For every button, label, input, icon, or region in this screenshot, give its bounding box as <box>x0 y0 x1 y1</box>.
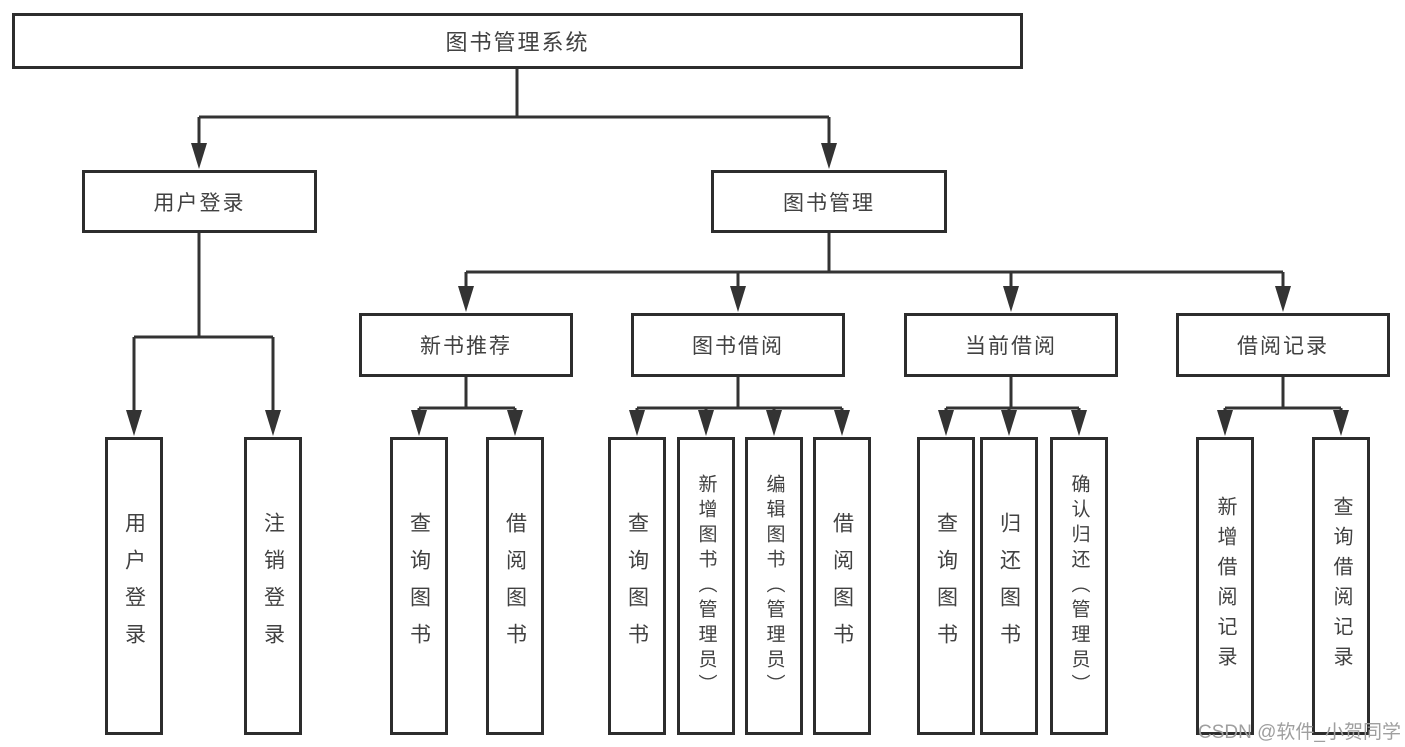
leaf-add-borrow-record-label: 新增借阅记录 <box>1214 496 1236 676</box>
leaf-borrow-books: 借阅图书 <box>813 437 871 735</box>
csdn-watermark: CSDN @软件_小贺同学 <box>1198 722 1401 743</box>
leaf-query-books-recommend: 查询图书 <box>390 437 448 735</box>
connector-paths <box>132 69 1343 414</box>
leaf-borrow-books-label: 借阅图书 <box>830 512 854 660</box>
leaf-query-books-borrow-label: 查询图书 <box>625 512 649 660</box>
leaf-add-books-admin-label: 新增图书（管理员） <box>695 473 717 699</box>
leaf-query-borrow-record-label: 查询借阅记录 <box>1330 496 1352 676</box>
node-book-management-label: 图书管理 <box>783 191 875 215</box>
node-borrow-records-label: 借阅记录 <box>1237 335 1329 358</box>
leaf-borrow-books-recommend-label: 借阅图书 <box>503 512 527 660</box>
leaf-query-books-recommend-label: 查询图书 <box>407 512 431 660</box>
node-current-borrow-label: 当前借阅 <box>965 335 1057 358</box>
leaf-return-books-label: 归还图书 <box>997 512 1021 660</box>
leaf-logout: 注销登录 <box>244 437 302 735</box>
leaf-return-books: 归还图书 <box>980 437 1038 735</box>
leaf-confirm-return-admin-label: 确认归还（管理员） <box>1068 473 1090 699</box>
node-current-borrow: 当前借阅 <box>904 313 1118 377</box>
node-user-login-branch: 用户登录 <box>82 170 317 233</box>
leaf-query-books-current: 查询图书 <box>917 437 975 735</box>
leaf-user-login: 用户登录 <box>105 437 163 735</box>
node-book-borrow: 图书借阅 <box>631 313 845 377</box>
node-user-login-branch-label: 用户登录 <box>153 191 246 215</box>
arrowheads <box>126 143 1349 436</box>
leaf-edit-books-admin: 编辑图书（管理员） <box>745 437 803 735</box>
leaf-user-login-label: 用户登录 <box>122 512 146 660</box>
node-new-book-recommend-label: 新书推荐 <box>420 335 512 358</box>
node-library-system-label: 图书管理系统 <box>445 30 590 55</box>
leaf-logout-label: 注销登录 <box>261 512 285 660</box>
leaf-query-books-borrow: 查询图书 <box>608 437 666 735</box>
node-book-borrow-label: 图书借阅 <box>692 335 784 358</box>
leaf-borrow-books-recommend: 借阅图书 <box>486 437 544 735</box>
node-new-book-recommend: 新书推荐 <box>359 313 573 377</box>
leaf-add-books-admin: 新增图书（管理员） <box>677 437 735 735</box>
leaf-query-borrow-record: 查询借阅记录 <box>1312 437 1370 735</box>
leaf-add-borrow-record: 新增借阅记录 <box>1196 437 1254 735</box>
node-library-system: 图书管理系统 <box>12 13 1023 69</box>
leaf-confirm-return-admin: 确认归还（管理员） <box>1050 437 1108 735</box>
node-borrow-records: 借阅记录 <box>1176 313 1390 377</box>
leaf-edit-books-admin-label: 编辑图书（管理员） <box>763 473 785 699</box>
node-book-management: 图书管理 <box>711 170 947 233</box>
leaf-query-books-current-label: 查询图书 <box>934 512 958 660</box>
